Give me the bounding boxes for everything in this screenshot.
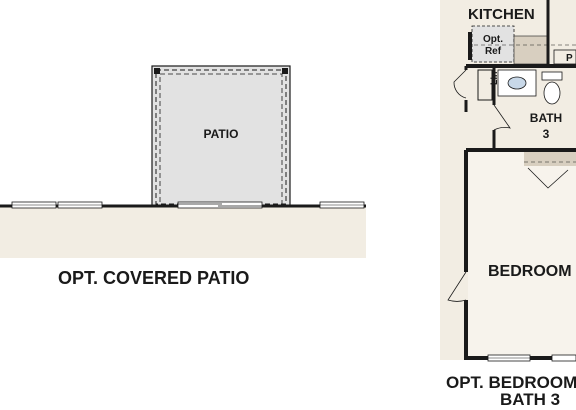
covered-patio-plan: PATIO [0, 65, 366, 258]
bedroom-floor [468, 152, 576, 356]
covered-patio-caption: OPT. COVERED PATIO [58, 268, 250, 288]
exterior-ground [0, 206, 366, 258]
patio-label: PATIO [204, 127, 239, 141]
linen-label: Lin [489, 72, 499, 86]
bath-label-2: 3 [543, 127, 550, 141]
window-3 [319, 201, 365, 209]
window-1 [11, 201, 57, 209]
post-top-left [154, 68, 160, 74]
bath-door-swing [493, 104, 511, 131]
bedroom-bath-plan: Opt. Ref P KITCHEN Lin [440, 0, 576, 362]
kitchen-counter [513, 35, 549, 65]
linen-door-swing [453, 69, 467, 99]
bedroom-label: BEDROOM [488, 263, 572, 280]
sliding-door [177, 201, 263, 209]
linen-closet [477, 69, 493, 101]
bath-label-1: BATH [530, 111, 562, 125]
opt-ref-box [471, 25, 515, 63]
pantry-label: P [566, 53, 573, 64]
bedroom-door-swing [447, 271, 467, 302]
bedroom-caption-line-1: OPT. BEDROOM [446, 373, 576, 392]
bedroom-caption-line-2: BATH 3 [500, 390, 561, 409]
post-top-right [282, 68, 288, 74]
opt-ref-label-2: Ref [485, 46, 502, 57]
opt-ref-label-1: Opt. [483, 34, 503, 45]
toilet-icon [541, 71, 563, 105]
pantry-box [553, 49, 576, 65]
sink-icon [507, 76, 527, 90]
closet-door-swing [527, 167, 569, 189]
window-2 [57, 201, 103, 209]
patio-slab [151, 65, 291, 207]
kitchen-label: KITCHEN [468, 6, 535, 23]
bedroom-window [487, 354, 576, 362]
closet-shelf [524, 152, 576, 166]
